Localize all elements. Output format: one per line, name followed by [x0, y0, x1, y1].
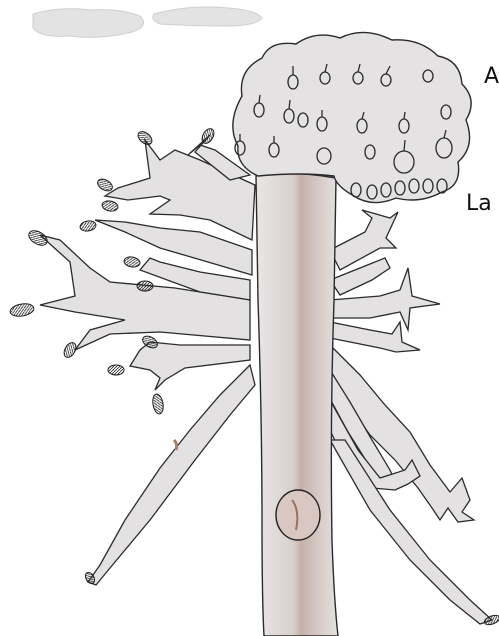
cloud-right [153, 7, 262, 26]
seed-pod [101, 200, 118, 213]
seed-pod [62, 341, 79, 360]
seed-pod [79, 220, 96, 233]
label-la: La [466, 193, 492, 215]
label-a: A [484, 66, 499, 88]
seed-pod [123, 256, 140, 269]
right-branches [325, 210, 492, 624]
branch [88, 365, 255, 585]
branch [330, 210, 398, 270]
left-branches [40, 135, 255, 585]
seed-pod [96, 177, 115, 194]
trunk [256, 173, 338, 636]
seed-pod [151, 393, 164, 414]
seed-pod [137, 281, 153, 291]
branch-stain [174, 440, 177, 450]
seed-pod [26, 228, 49, 248]
seed-pod [9, 302, 35, 318]
seed-pod [136, 129, 155, 147]
cloud-left [33, 9, 144, 38]
seed-pod [108, 365, 124, 375]
clouds [33, 7, 262, 37]
